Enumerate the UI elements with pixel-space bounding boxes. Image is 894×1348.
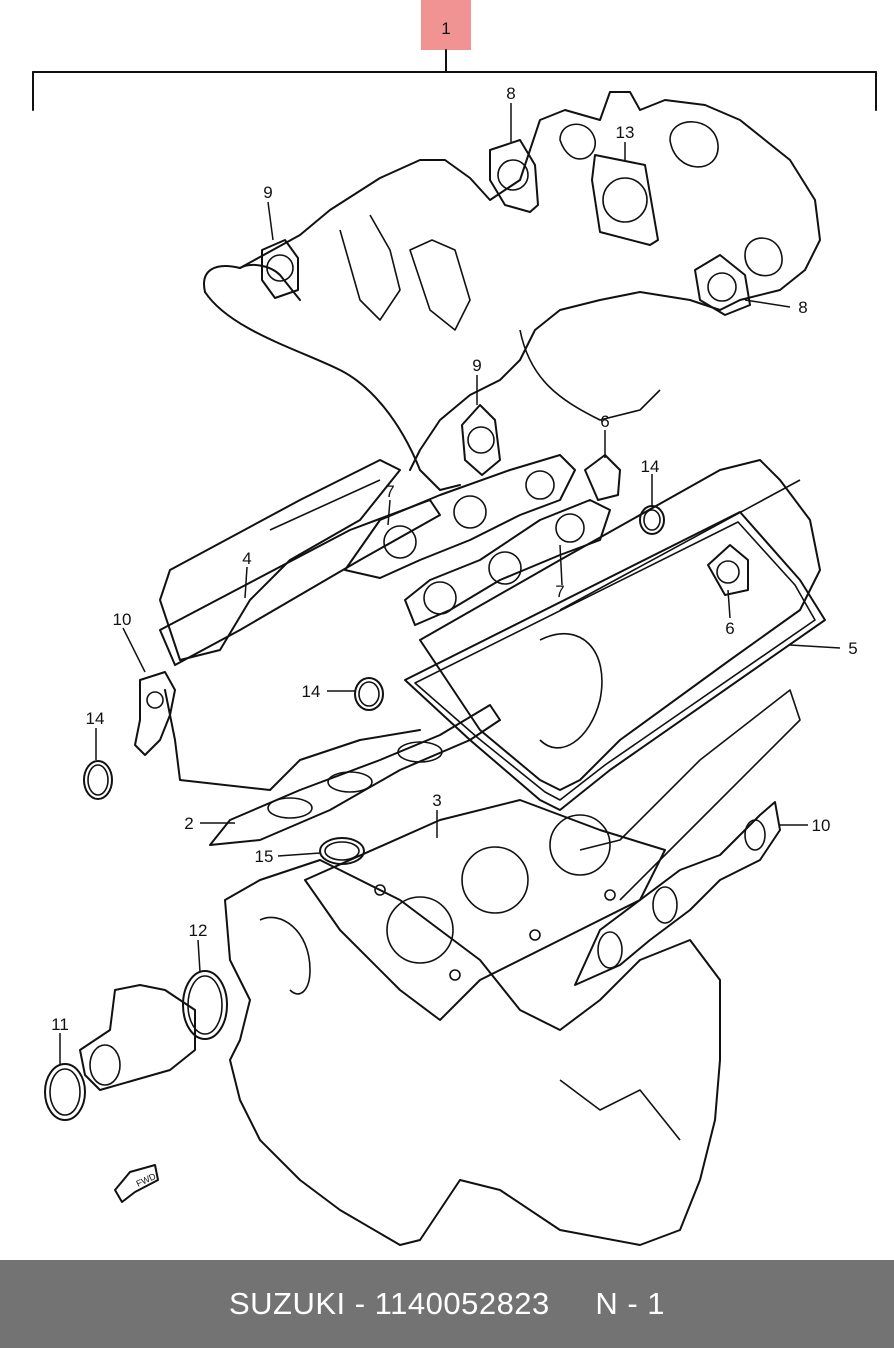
intake-gasket-7-left xyxy=(344,454,576,579)
intake-manifold xyxy=(203,91,821,491)
callout-7-right: 7 xyxy=(555,582,564,601)
main-callout-1: 1 xyxy=(421,0,471,50)
head-cover-right xyxy=(419,459,821,791)
gasket-9-lower xyxy=(461,404,501,476)
gasket-set-exploded-diagram: 1 xyxy=(32,0,877,1246)
callout-leaders xyxy=(59,103,841,1065)
part-number-footer: SUZUKI - 1140052823 N - 1 xyxy=(0,1260,894,1348)
callout-14-upper: 14 xyxy=(641,457,660,476)
gasket-6-right xyxy=(707,544,749,596)
callout-13: 13 xyxy=(616,123,635,142)
head-cover-left xyxy=(159,459,441,666)
head-cover-gasket-5 xyxy=(404,511,826,811)
exhaust-gasket-10-right xyxy=(574,801,781,986)
head-gasket-3 xyxy=(304,799,666,1021)
part-number-text: SUZUKI - 1140052823 N - 1 xyxy=(228,1286,666,1321)
callout-4: 4 xyxy=(242,549,251,568)
o-ring-14-upper xyxy=(639,505,665,535)
callout-6-right: 6 xyxy=(725,619,734,638)
callout-6-upper: 6 xyxy=(600,412,609,431)
exhaust-gasket-10-left xyxy=(134,671,176,756)
callout-14-middle: 14 xyxy=(302,682,321,701)
gasket-9-upper xyxy=(261,239,299,299)
o-ring-11 xyxy=(44,1063,86,1121)
callout-14-left: 14 xyxy=(86,709,105,728)
callout-8-right: 8 xyxy=(798,298,807,317)
callout-5: 5 xyxy=(848,639,857,658)
callout-12: 12 xyxy=(189,921,208,940)
callout-9-upper: 9 xyxy=(263,183,272,202)
gasket-6-upper xyxy=(584,454,621,501)
svg-text:1: 1 xyxy=(441,19,450,38)
fwd-arrow-icon: FWD xyxy=(114,1164,159,1203)
callout-7-left: 7 xyxy=(385,482,394,501)
kit-bracket xyxy=(32,49,877,111)
callout-10-right: 10 xyxy=(812,816,831,835)
gasket-8-upper xyxy=(489,139,539,213)
callout-11: 11 xyxy=(51,1015,69,1034)
gasket-8-right xyxy=(694,254,751,316)
intake-gasket-7-right xyxy=(404,499,611,626)
o-ring-15 xyxy=(319,837,365,865)
o-ring-14-left xyxy=(83,760,113,800)
callout-3: 3 xyxy=(432,791,441,810)
water-outlet-housing xyxy=(79,984,196,1091)
exhaust-gasket-2 xyxy=(209,704,501,846)
engine-block xyxy=(164,689,801,1246)
callout-2: 2 xyxy=(184,814,193,833)
callout-8-upper: 8 xyxy=(506,84,515,103)
o-ring-12 xyxy=(182,970,228,1040)
callout-9-lower: 9 xyxy=(472,356,481,375)
callout-numbers: 8 13 9 8 9 6 14 7 4 7 6 5 10 14 14 2 3 1… xyxy=(51,84,858,1034)
callout-10-left: 10 xyxy=(113,610,132,629)
callout-15: 15 xyxy=(255,847,274,866)
o-ring-14-middle xyxy=(354,677,384,711)
gasket-13 xyxy=(591,154,659,246)
